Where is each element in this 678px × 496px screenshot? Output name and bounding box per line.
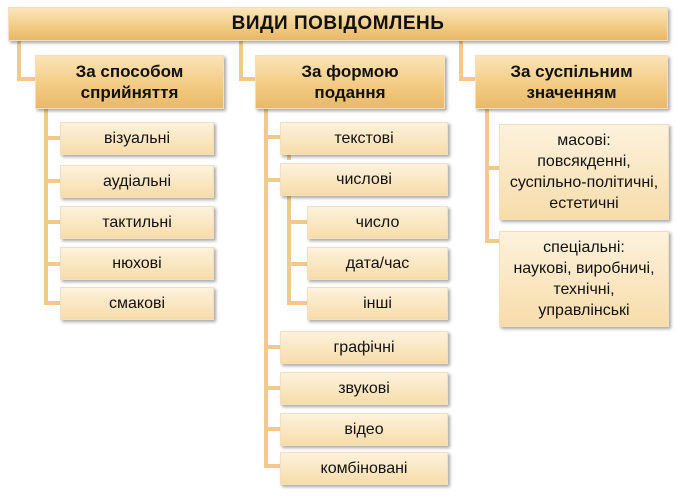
category-perception-line2: сприйняття — [80, 83, 179, 102]
category-form-line1: За формою — [301, 62, 399, 81]
social-special-line1: спеціальні: — [543, 239, 625, 256]
category-form-line2: подання — [314, 83, 386, 102]
diagram-title: ВИДИ ПОВІДОМЛЕНЬ — [8, 7, 668, 41]
social-special-line3: технічні, — [553, 281, 615, 298]
perception-item-visual: візуальні — [60, 122, 214, 155]
form-item-graphic: графічні — [280, 331, 448, 364]
category-form: За формою подання — [255, 55, 445, 109]
category-social: За суспільним значенням — [475, 55, 668, 109]
social-mass-line1: масові: — [557, 132, 611, 149]
numeric-subitem-number: число — [307, 206, 448, 239]
category-social-line2: значенням — [526, 83, 617, 102]
perception-item-audio: аудіальні — [60, 165, 214, 198]
social-item-special: спеціальні: наукові, виробничі, технічні… — [499, 231, 669, 327]
numeric-subitem-other: інші — [307, 287, 448, 320]
category-perception: За способом сприйняття — [35, 55, 224, 109]
numeric-subitem-datetime: дата/час — [307, 247, 448, 280]
social-mass-line3: суспільно-політичні, — [509, 174, 659, 191]
social-special-line4: управлінські — [538, 302, 630, 319]
social-mass-line2: повсякденні, — [537, 153, 631, 170]
social-item-mass: масові: повсякденні, суспільно-політичні… — [499, 124, 669, 220]
form-item-video: відео — [280, 413, 448, 446]
perception-item-tactile: тактильні — [60, 206, 214, 239]
form-item-combined: комбіновані — [280, 452, 448, 485]
perception-item-smell: нюхові — [60, 247, 214, 280]
category-perception-line1: За способом — [75, 62, 184, 81]
social-mass-line4: естетичні — [549, 195, 619, 212]
form-item-sound: звукові — [280, 372, 448, 405]
form-item-numeric: числові — [280, 163, 448, 196]
social-special-line2: наукові, виробничі, — [513, 260, 655, 277]
category-social-line1: За суспільним — [510, 62, 633, 81]
perception-item-taste: смакові — [60, 287, 214, 320]
form-item-text: текстові — [280, 122, 448, 155]
